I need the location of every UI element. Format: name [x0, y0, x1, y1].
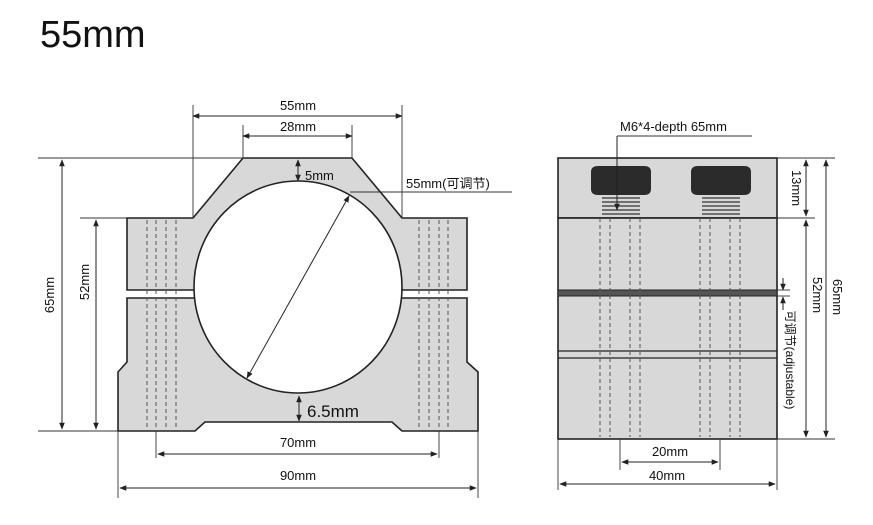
side-lower-block: [557, 217, 778, 440]
label-side-total-height: 65mm: [830, 279, 845, 315]
label-front-total-width: 90mm: [280, 468, 316, 483]
side-view: M6*4-depth 65mm 13mm 52mm 65mm 可调节(adjus…: [557, 119, 845, 490]
side-split-gap: [557, 289, 778, 297]
label-front-top-thickness: 5mm: [305, 168, 334, 183]
page-title: 55mm: [40, 14, 146, 56]
label-front-hole-spacing: 70mm: [280, 435, 316, 450]
label-front-inner-top: 28mm: [280, 119, 316, 134]
label-side-body-height: 52mm: [810, 277, 825, 313]
dim-front-bore: [246, 195, 350, 379]
label-side-cap-height: 13mm: [789, 170, 804, 206]
label-side-width: 40mm: [649, 468, 685, 483]
front-view: 55mm 28mm 5mm 55mm(可调节) 65mm 52mm 6.5mm …: [38, 98, 512, 498]
label-side-adjustable: 可调节(adjustable): [783, 311, 797, 410]
label-front-top-width: 55mm: [280, 98, 316, 113]
label-front-total-height: 65mm: [42, 277, 57, 313]
side-screw-left: [591, 166, 651, 215]
label-front-bore: 55mm(可调节): [406, 176, 490, 191]
label-front-bottom-thickness: 6.5mm: [307, 402, 359, 421]
label-front-body-height: 52mm: [77, 264, 92, 300]
label-side-screw-spec: M6*4-depth 65mm: [620, 119, 727, 134]
label-side-screw-spacing: 20mm: [652, 444, 688, 459]
side-screw-right: [691, 166, 751, 215]
